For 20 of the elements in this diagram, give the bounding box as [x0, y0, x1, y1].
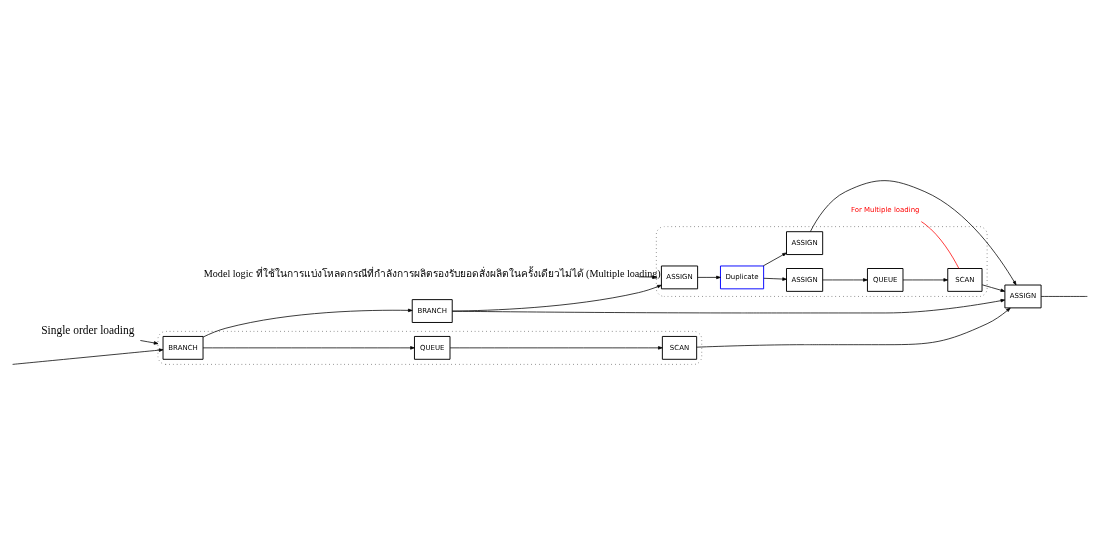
- arrow: [902, 277, 948, 282]
- arrow: [452, 298, 1006, 313]
- arrow: [697, 275, 721, 279]
- arrow: [452, 284, 662, 311]
- arrow: [202, 308, 413, 337]
- arrow: [762, 252, 787, 266]
- connector: [1040, 295, 1088, 297]
- arrow: [202, 345, 415, 350]
- node-text: Single order loading: [41, 323, 135, 336]
- connector: [920, 220, 960, 269]
- arrow: [981, 283, 1006, 292]
- arrow: [810, 179, 1017, 285]
- node-text: Model logic ที่ใช้ในการแบ่งโหลดกรณีที่กำลังการผลิตรองรับยอดสั่งผลิตในครั้งเดียวไม่ได้ (Multiple loading): [203, 267, 661, 279]
- arrow: [140, 339, 159, 345]
- arrow: [12, 347, 164, 365]
- arrow: [822, 277, 868, 282]
- arrow: [763, 276, 787, 281]
- arrow: [638, 274, 657, 279]
- arrow: [696, 307, 1011, 348]
- arrow: [449, 345, 663, 350]
